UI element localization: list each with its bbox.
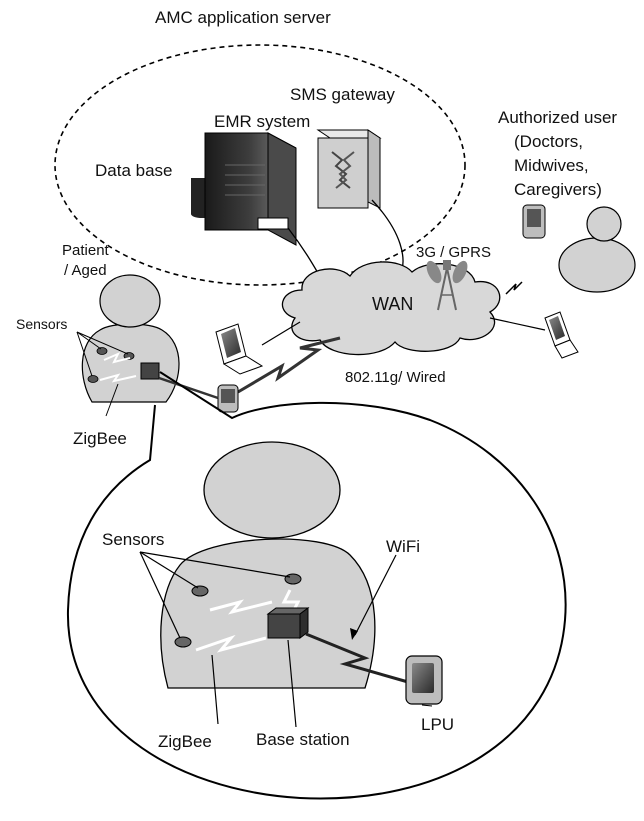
label-authorized-user-1: Authorized user bbox=[498, 108, 617, 127]
pda-icon bbox=[217, 384, 239, 413]
laptop-icon bbox=[544, 311, 579, 359]
label-sensors-top: Sensors bbox=[16, 316, 67, 332]
label-patient-2: / Aged bbox=[64, 262, 107, 279]
connector-wan-laptop-right bbox=[489, 317, 546, 331]
antenna-icon bbox=[426, 260, 468, 311]
server-tower-icon bbox=[204, 132, 297, 246]
person-icon bbox=[558, 206, 636, 293]
server-boundary bbox=[54, 44, 466, 286]
cloud-icon bbox=[281, 261, 501, 356]
label-zigbee-zoom: ZigBee bbox=[158, 732, 212, 751]
label-zigbee-top: ZigBee bbox=[73, 429, 127, 448]
label-wan: WAN bbox=[372, 294, 413, 314]
label-patient-1: Patient bbox=[62, 242, 110, 259]
label-server: AMC application server bbox=[155, 8, 331, 27]
sms-gateway-icon bbox=[316, 129, 382, 209]
base-station-icon bbox=[140, 362, 160, 380]
label-sensors-zoom: Sensors bbox=[102, 530, 164, 549]
label-link: 802.11g/ Wired bbox=[345, 369, 446, 386]
label-base-station: Base station bbox=[256, 730, 350, 749]
label-database: Data base bbox=[95, 161, 173, 180]
person-icon bbox=[160, 441, 376, 689]
label-wifi: WiFi bbox=[386, 537, 420, 556]
label-authorized-user-4: Caregivers) bbox=[514, 180, 602, 199]
person-icon bbox=[81, 274, 180, 403]
label-authorized-user-3: Midwives, bbox=[514, 156, 589, 175]
label-cellular: 3G / GPRS bbox=[416, 244, 491, 261]
base-station-icon bbox=[266, 607, 310, 639]
laptop-icon bbox=[215, 323, 264, 375]
wireless-link-icon bbox=[237, 336, 341, 394]
sensor-icon bbox=[174, 573, 302, 648]
label-authorized-user-2: (Doctors, bbox=[514, 132, 583, 151]
wireless-link-icon bbox=[305, 632, 409, 684]
pda-icon bbox=[522, 204, 546, 239]
sensor-icon bbox=[87, 347, 135, 383]
wireless-link-icon bbox=[505, 281, 523, 295]
pda-icon bbox=[405, 655, 443, 705]
label-emr-system: EMR system bbox=[214, 112, 310, 131]
label-sms-gateway: SMS gateway bbox=[290, 85, 395, 104]
connector-wan-laptop-left bbox=[261, 321, 301, 346]
zoom-callout bbox=[66, 371, 567, 800]
label-lpu: LPU bbox=[421, 715, 454, 734]
